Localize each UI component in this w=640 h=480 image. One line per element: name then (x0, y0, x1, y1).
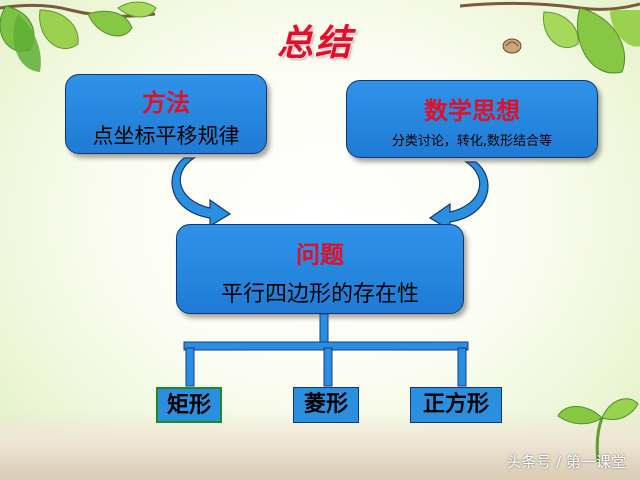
leaf-cluster-top-right-icon (460, 1, 640, 74)
thought-heading: 数学思想 (424, 97, 520, 125)
case-rectangle: 矩形 (156, 387, 222, 423)
leaf-cluster-top-left-icon (0, 1, 157, 72)
curved-arrow-right-icon (428, 161, 489, 230)
watermark: 头条号 / 第一课堂 (506, 453, 626, 471)
problem-heading: 问题 (296, 241, 344, 269)
method-box: 方法 点坐标平移规律 (65, 74, 267, 154)
sprout-bottom-right-icon (557, 398, 639, 462)
case-rhombus: 菱形 (293, 387, 359, 423)
thought-text: 分类讨论，转化,数形结合等 (391, 134, 553, 149)
method-heading: 方法 (142, 89, 190, 117)
thought-box: 数学思想 分类讨论，转化,数形结合等 (346, 80, 598, 158)
curved-arrow-left-icon (171, 157, 232, 226)
slide-title: 总结 (276, 23, 353, 64)
case-square: 正方形 (410, 387, 502, 423)
method-text: 点坐标平移规律 (92, 124, 240, 148)
problem-box: 问题 平行四边形的存在性 (176, 224, 464, 314)
problem-text: 平行四边形的存在性 (220, 282, 419, 307)
